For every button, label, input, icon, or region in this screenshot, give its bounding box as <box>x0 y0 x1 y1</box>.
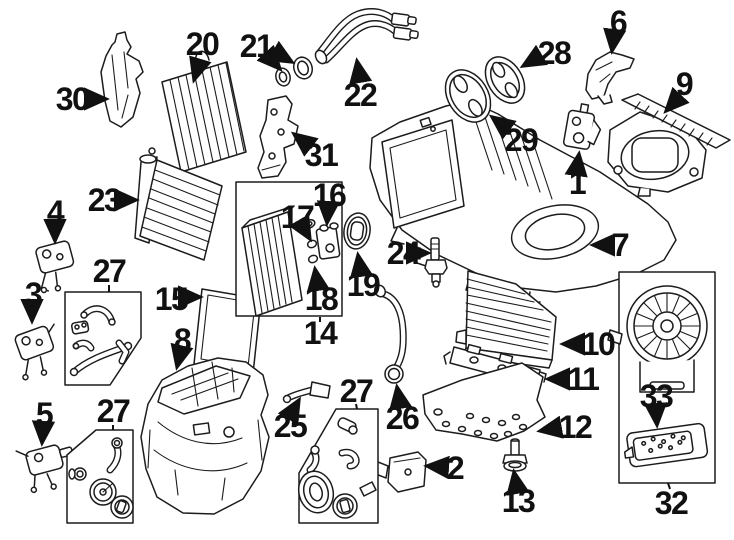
callout-27-upper[interactable]: 27 <box>92 253 127 289</box>
part-16-expansion-valve-drawing <box>315 222 341 260</box>
callout-21[interactable]: 21 <box>239 28 274 64</box>
callout-33[interactable]: 33 <box>639 378 674 414</box>
part-33-regulator-drawing <box>623 422 709 468</box>
part-27-upper-link-kit-drawing <box>64 291 142 386</box>
callout-29[interactable]: 29 <box>504 122 539 158</box>
callout-16[interactable]: 16 <box>312 177 347 213</box>
callout-5[interactable]: 5 <box>35 396 54 432</box>
callout-4[interactable]: 4 <box>46 194 65 230</box>
part-8-lower-housing-drawing <box>140 357 270 515</box>
callout-11[interactable]: 11 <box>567 361 600 397</box>
callout-22[interactable]: 22 <box>343 77 378 113</box>
part-32-blower-kit-drawing <box>607 271 716 484</box>
part-9-intake-housing-drawing <box>607 93 731 197</box>
callout-24[interactable]: 24 <box>386 235 421 271</box>
part-31-bracket-drawing <box>257 95 299 179</box>
part-21-seals-drawing <box>275 56 314 87</box>
callout-1[interactable]: 1 <box>568 165 587 201</box>
callout-18[interactable]: 18 <box>304 281 339 317</box>
callout-10[interactable]: 10 <box>581 326 616 362</box>
part-6-bracket-drawing <box>585 51 635 105</box>
part-3-actuator-drawing <box>14 323 55 381</box>
part-18-o-ring-drawing <box>307 254 319 264</box>
callout-12[interactable]: 12 <box>558 409 593 445</box>
part-19-seal-drawing <box>343 212 371 250</box>
callout-7[interactable]: 7 <box>611 227 630 263</box>
callout-27-bottom-middle[interactable]: 27 <box>339 373 374 409</box>
blower-motor-drawing <box>607 285 708 393</box>
callout-arrows <box>20 27 690 496</box>
callout-14[interactable]: 14 <box>303 315 338 351</box>
callout-9[interactable]: 9 <box>675 66 694 102</box>
part-28-seal-drawing <box>484 56 526 104</box>
callout-32[interactable]: 32 <box>654 485 689 521</box>
callout-8[interactable]: 8 <box>173 322 192 358</box>
callout-3[interactable]: 3 <box>24 276 43 312</box>
callout-27-lower-left[interactable]: 27 <box>96 393 131 429</box>
part-23-heater-core-drawing <box>134 147 223 261</box>
part-26-drain-pipe-drawing <box>373 284 407 384</box>
part-22-heater-hose-drawing <box>314 8 419 65</box>
callout-17[interactable]: 17 <box>280 199 315 235</box>
callout-20[interactable]: 20 <box>185 26 220 62</box>
callout-2[interactable]: 2 <box>446 450 465 486</box>
part-13-grommet-drawing <box>502 438 528 472</box>
callout-31[interactable]: 31 <box>304 137 339 173</box>
part-25-lever-drawing <box>282 381 331 404</box>
callout-19[interactable]: 19 <box>346 267 381 303</box>
callout-6[interactable]: 6 <box>609 4 628 40</box>
callout-25[interactable]: 25 <box>273 408 308 444</box>
part-12-cover-plate-drawing <box>422 362 546 442</box>
part-4-actuator-drawing <box>35 240 75 294</box>
callout-23[interactable]: 23 <box>87 182 122 218</box>
part-1-actuator-drawing <box>562 103 602 150</box>
callout-28[interactable]: 28 <box>537 35 572 71</box>
callout-15[interactable]: 15 <box>154 281 189 317</box>
part-29-seal-drawing <box>444 69 492 123</box>
part-2-actuator-drawing <box>375 451 427 493</box>
part-20-evaporator-core-drawing <box>161 50 247 173</box>
callout-13[interactable]: 13 <box>501 483 536 519</box>
callout-26[interactable]: 26 <box>385 400 420 436</box>
callout-30[interactable]: 30 <box>55 81 90 117</box>
part-30-bracket-drawing <box>100 31 144 128</box>
part-5-actuator-drawing <box>15 444 74 494</box>
part-27-bottom-middle-kit-drawing <box>297 408 379 524</box>
part-27-lower-left-cam-kit-drawing <box>66 429 134 524</box>
